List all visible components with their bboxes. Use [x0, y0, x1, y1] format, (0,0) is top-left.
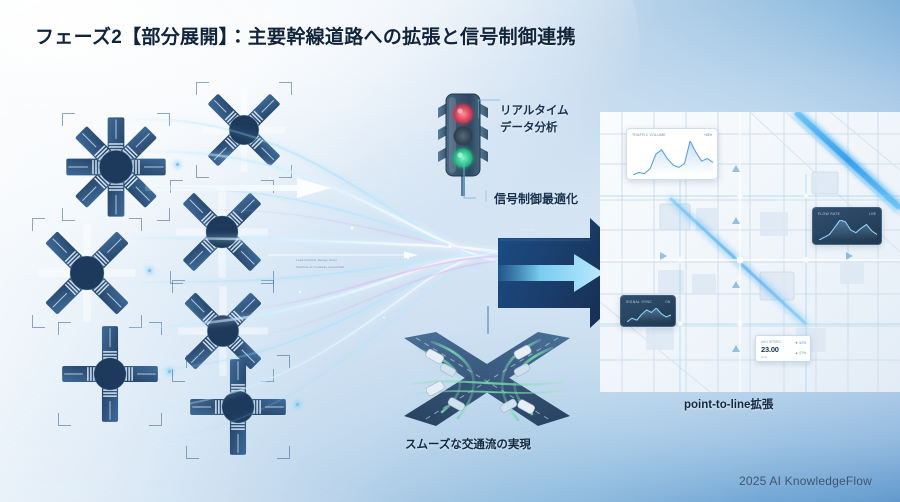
node-connector-dot [296, 402, 299, 406]
intersection-node-x-cross-left [32, 218, 142, 328]
card-badge: ON [665, 300, 670, 304]
annotation-realtime-line1: リアルタイム [500, 105, 569, 117]
map-chart-card-right: FLOW RATE LIVE [812, 207, 882, 245]
card-badge: LIVE [869, 212, 876, 216]
traffic-signal [432, 88, 494, 200]
stat-sub-label: km/h [761, 355, 768, 359]
map-stat-card: AVG SPEED 23.00 km/h ▼ 92% ▲ 07% [755, 335, 811, 362]
stat-metric-primary: ▼ 92% [794, 341, 806, 345]
node-connector-dot [148, 268, 151, 272]
iso-connector-line [487, 306, 489, 334]
white-flow-arrow [145, 178, 331, 198]
map-chart-card-left: SIGNAL SYNC ON [620, 295, 676, 327]
node-connector-dot [176, 162, 179, 166]
stat-value: 23.00 [761, 345, 779, 354]
micro-label-flow-1: Load method: design focus [296, 258, 338, 262]
page-title: フェーズ2【部分展開】：主要幹線道路への拡張と信号制御連携 [35, 27, 576, 48]
card-title: TRAFFIC VOLUME [632, 133, 666, 137]
intersection-node-x-cross-mid [170, 180, 274, 284]
intersection-node-x-cross-low [172, 280, 274, 382]
annotation-signal-optimization: 信号制御最適化 [494, 192, 579, 206]
city-grid-map: TRAFFIC VOLUME +18% FLOW RATE LIVE SIGNAL SY… [600, 112, 900, 392]
lamp-group [453, 104, 473, 168]
caption-smooth-flow: スムーズな交通流の実現 [405, 439, 531, 451]
card-title: FLOW RATE [818, 212, 841, 216]
annotation-realtime-analysis: リアルタイム データ分析 [500, 103, 569, 138]
micro-label-flow-2: flow/line of trunkway tensor/hub [296, 265, 345, 269]
footer-credit: 2025 AI KnowledgeFlow [739, 474, 872, 488]
annotation-realtime-line2: データ分析 [500, 122, 558, 135]
isometric-junction-illustration [402, 332, 572, 428]
card-title: SIGNAL SYNC [626, 300, 652, 304]
card-badge: +18% [703, 133, 712, 137]
caption-point-to-line: point-to-line拡張 [684, 399, 774, 411]
secondary-connector-line [268, 251, 418, 259]
stat-metric-secondary: ▲ 07% [794, 351, 806, 355]
map-chart-card-top: TRAFFIC VOLUME +18% [626, 128, 718, 180]
intersection-node-plus-lower [58, 322, 162, 426]
intersection-node-radial-8way [62, 113, 170, 221]
node-connector-dot [168, 369, 171, 373]
stat-label: AVG SPEED [761, 340, 781, 344]
micro-label-arrow-1: node sync [520, 228, 538, 232]
